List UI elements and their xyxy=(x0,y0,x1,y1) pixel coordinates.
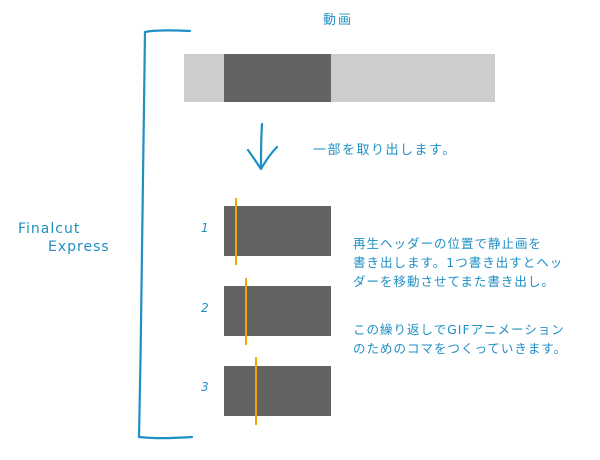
frame-2 xyxy=(224,286,331,336)
process-note-line: 書き出します。1つ書き出すとヘッ xyxy=(353,255,564,270)
playhead-2 xyxy=(245,278,248,345)
frame-number: 2 xyxy=(201,301,209,315)
process-note-line: ダーを移動させてまた書き出し。 xyxy=(353,274,555,289)
process-note: 再生ヘッダーの位置で静止画を 書き出します。1つ書き出すとヘッ ダーを移動させて… xyxy=(353,234,593,291)
frame-1 xyxy=(224,206,331,256)
gif-note: この繰り返しでGIFアニメーション のためのコマをつくっていきます。 xyxy=(353,320,593,358)
app-name-line2: Express xyxy=(48,239,110,255)
frame-number: 1 xyxy=(201,221,209,235)
video-label: 動画 xyxy=(323,13,354,28)
playhead-1 xyxy=(234,198,237,265)
selected-segment xyxy=(224,54,331,102)
process-note-line: 再生ヘッダーの位置で静止画を xyxy=(353,236,543,251)
bracket-icon xyxy=(137,29,194,440)
gif-note-line: この繰り返しでGIFアニメーション xyxy=(353,322,565,337)
down-arrow-icon xyxy=(246,122,279,171)
frame-3 xyxy=(224,366,331,416)
extract-note: 一部を取り出します。 xyxy=(313,143,457,158)
app-name-line1: Finalcut xyxy=(18,221,81,237)
gif-note-line: のためのコマをつくっていきます。 xyxy=(353,341,568,356)
playhead-3 xyxy=(255,357,258,425)
frame-number: 3 xyxy=(201,380,209,394)
